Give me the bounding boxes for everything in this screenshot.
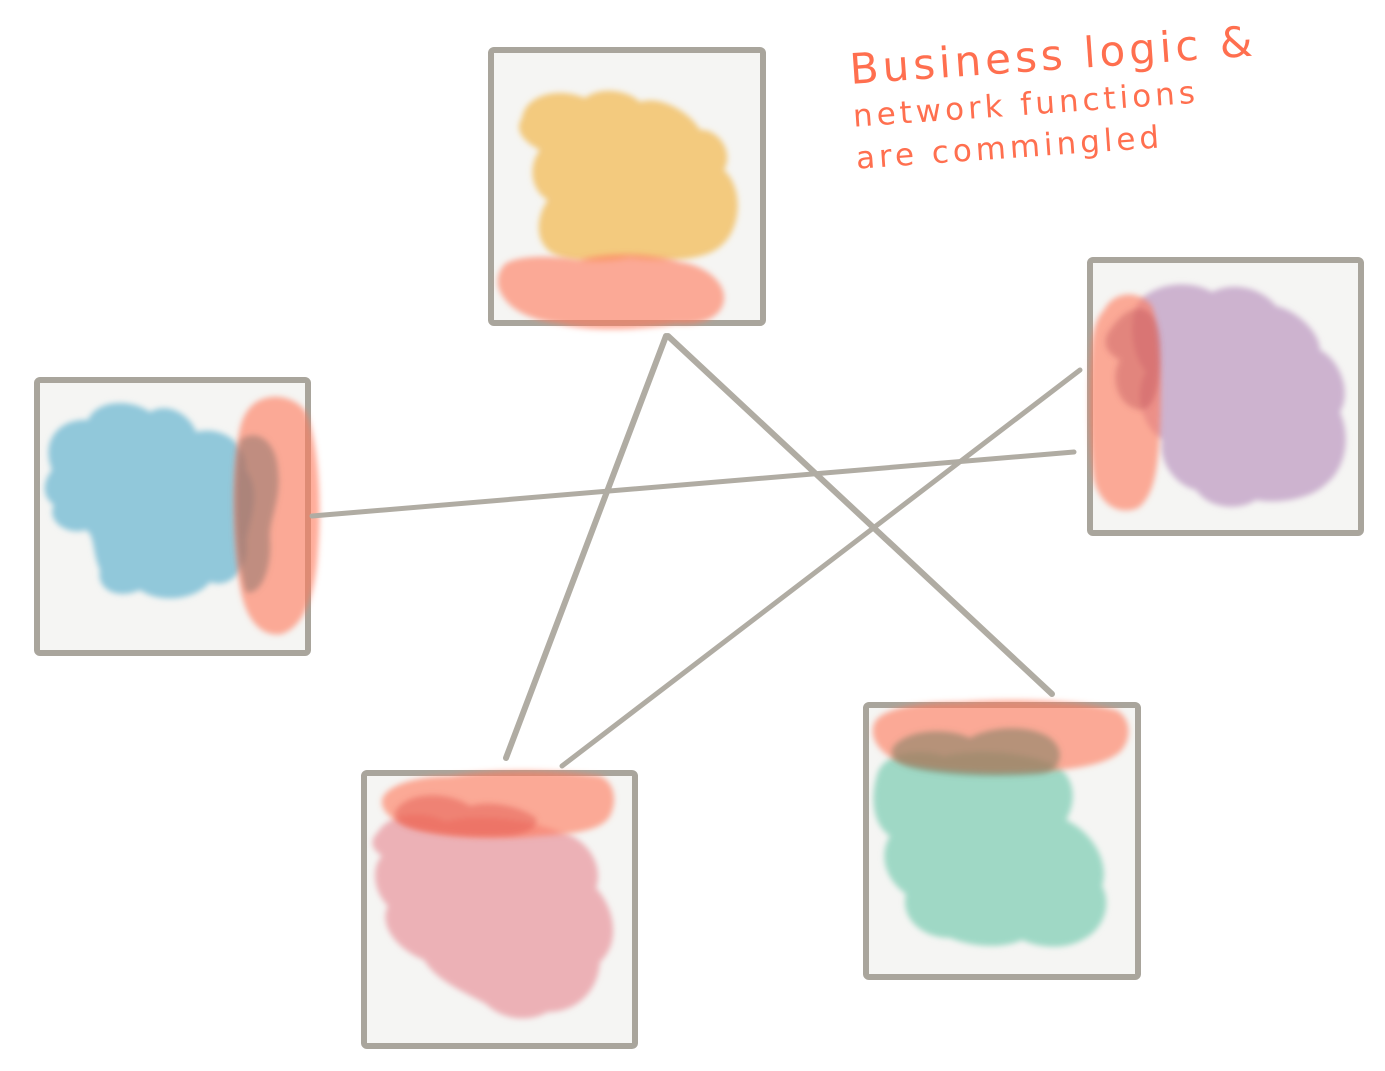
business-logic-top [519, 90, 738, 262]
business-logic-blobs [44, 90, 1346, 1019]
overlap-shading [235, 308, 1161, 837]
connector-top-bottom-left [503, 333, 669, 761]
overlap-bottom-right [891, 728, 1060, 777]
overlap-bottom-left [394, 795, 537, 837]
network-function-top [497, 254, 725, 330]
connector-top-bottom-right [665, 333, 1055, 697]
business-logic-bottom-right [873, 752, 1107, 947]
connector-right-bottom-left [559, 367, 1083, 769]
business-logic-bottom-left [372, 814, 614, 1019]
overlap-right [1105, 308, 1161, 410]
connector-left-right [309, 449, 1077, 519]
business-logic-left [44, 402, 255, 599]
overlap-left [235, 435, 279, 593]
connectors [309, 333, 1083, 769]
annotation-note: Business logic & network functions are c… [848, 17, 1258, 180]
business-logic-right [1132, 284, 1346, 507]
